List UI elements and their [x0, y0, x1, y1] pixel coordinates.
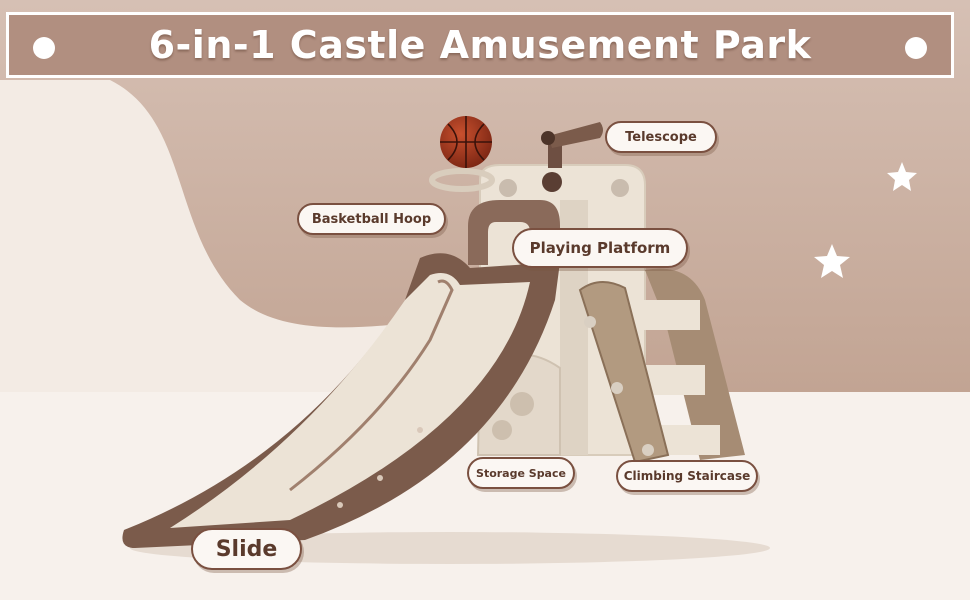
- bolt: [337, 502, 343, 508]
- label-slide: Slide: [191, 528, 302, 570]
- hoop-rim: [429, 168, 495, 192]
- label-climbing-staircase: Climbing Staircase: [616, 460, 758, 492]
- label-basketball-hoop: Basketball Hoop: [297, 203, 446, 235]
- telescope-tube: [548, 122, 603, 148]
- bolt: [584, 316, 596, 328]
- staircase-front-rail: [578, 281, 670, 464]
- telescope-hole: [542, 172, 562, 192]
- banner-dot-right: [905, 37, 927, 59]
- title-banner: 6-in-1 Castle Amusement Park: [6, 12, 954, 78]
- bolt: [611, 179, 629, 197]
- storage-hole: [510, 392, 534, 416]
- page-title: 6-in-1 Castle Amusement Park: [148, 23, 812, 67]
- cream-wave: [0, 80, 560, 392]
- stair-step: [640, 300, 700, 330]
- bolt: [377, 475, 383, 481]
- slide-bed: [170, 272, 530, 528]
- star-decoration: [814, 244, 850, 278]
- star-decoration: [887, 162, 917, 191]
- telescope-post: [548, 140, 562, 168]
- basketball-lines: [440, 116, 492, 168]
- bolt: [499, 179, 517, 197]
- bolt: [611, 382, 623, 394]
- banner-dot-left: [33, 37, 55, 59]
- label-telescope: Telescope: [605, 121, 717, 153]
- storage-hole: [492, 420, 512, 440]
- bolt: [642, 444, 654, 456]
- telescope-lens: [541, 131, 555, 145]
- label-storage-space: Storage Space: [467, 457, 575, 489]
- bolt: [417, 427, 423, 433]
- label-playing-platform: Playing Platform: [512, 228, 688, 268]
- slide-highlight: [289, 279, 454, 492]
